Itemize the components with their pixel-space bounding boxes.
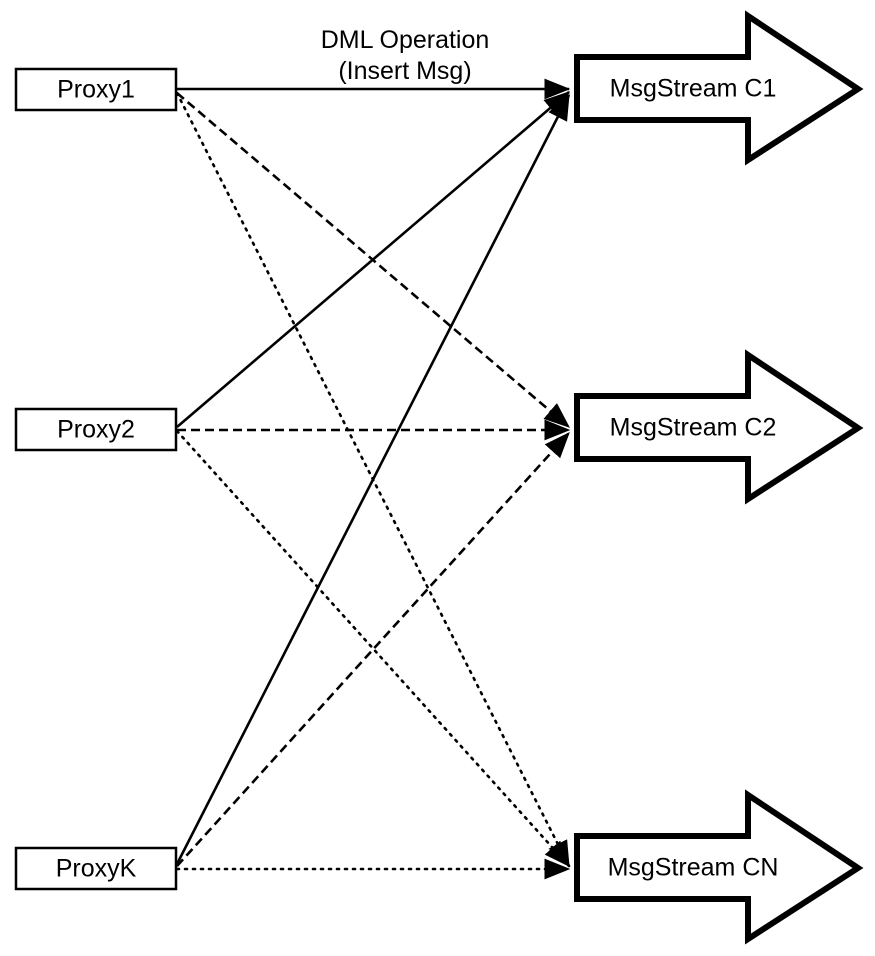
proxy-node-proxyk[interactable]: ProxyK bbox=[14, 846, 178, 891]
stream-c2-label: MsgStream C2 bbox=[610, 414, 777, 442]
proxy2-box[interactable] bbox=[14, 407, 178, 452]
proxy-node-proxy1[interactable]: Proxy1 bbox=[14, 67, 178, 112]
stream-c1-label: MsgStream C1 bbox=[610, 75, 777, 103]
stream-c2-arrow-shape[interactable] bbox=[574, 349, 864, 505]
connector-proxy2-to-cn bbox=[175, 429, 571, 868]
stream-node-cn[interactable]: MsgStream CN bbox=[574, 789, 864, 945]
stream-cn-arrow-shape[interactable] bbox=[574, 789, 864, 945]
stream-node-c1[interactable]: MsgStream C1 bbox=[574, 10, 864, 166]
connector-group-solid bbox=[175, 78, 571, 865]
stream-c1-arrow-shape[interactable] bbox=[574, 10, 864, 166]
stream-node-c2[interactable]: MsgStream C2 bbox=[574, 349, 864, 505]
edge-caption-line2: (Insert Msg) bbox=[338, 57, 471, 85]
connector-proxyk-to-c1 bbox=[175, 93, 571, 865]
stream-cn-label: MsgStream CN bbox=[608, 854, 779, 882]
connector-proxy2-to-c1 bbox=[176, 91, 570, 428]
proxyk-label: ProxyK bbox=[56, 855, 137, 883]
proxy1-box[interactable] bbox=[14, 67, 178, 112]
proxy-node-proxy2[interactable]: Proxy2 bbox=[14, 407, 178, 452]
proxy2-label: Proxy2 bbox=[57, 416, 135, 444]
edge-caption-dml-operation: DML Operation (Insert Msg) bbox=[321, 26, 490, 85]
edge-caption-line1: DML Operation bbox=[321, 26, 490, 54]
proxy1-label: Proxy1 bbox=[57, 76, 135, 104]
proxyk-box[interactable] bbox=[14, 846, 178, 891]
